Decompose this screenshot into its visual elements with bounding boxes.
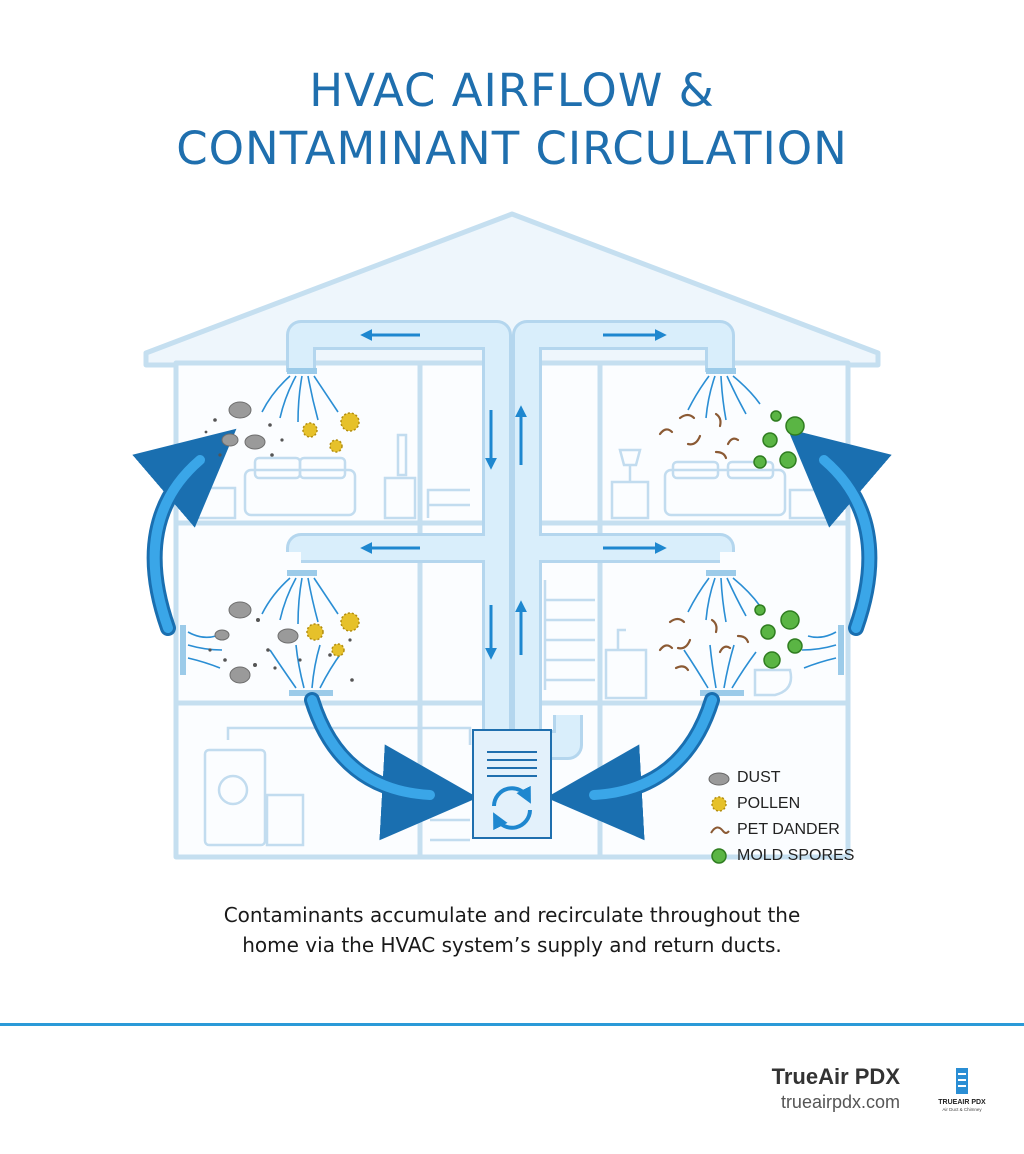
legend-item-dust: DUST [705,765,854,791]
legend-label-dust: DUST [737,769,781,786]
hvac-air-handler [472,729,552,839]
circulation-arrows [132,428,892,841]
brand-name: TrueAir PDX [771,1064,900,1089]
dust-icon [708,772,730,786]
brand-logo: TRUEAIR PDX Air Duct & Chimney [938,1068,986,1112]
brand-url[interactable]: trueairpdx.com [780,1092,900,1112]
pet-dander-particles [658,412,750,672]
legend-item-pollen: POLLEN [705,791,854,817]
dust-particles [214,401,299,684]
caption: Contaminants accumulate and recirculate … [0,900,1024,960]
logo-text: TRUEAIR PDX [938,1099,986,1106]
pollen-particles [302,412,360,657]
mold-spore-particles [753,410,805,669]
pollen-icon [711,796,727,812]
footer-divider [0,1023,1024,1026]
caption-line-1: Contaminants accumulate and recirculate … [223,903,801,927]
legend-item-mold-spores: MOLD SPORES [705,843,854,869]
brand-block: TrueAir PDX trueairpdx.com [772,1064,900,1113]
dust-specks [204,418,354,682]
logo-subtext: Air Duct & Chimney [942,1107,982,1112]
caption-line-2: home via the HVAC system’s supply and re… [242,933,782,957]
legend-label-pet-dander: PET DANDER [737,821,840,838]
page-title: HVAC AIRFLOW & CONTAMINANT CIRCULATION [0,62,1024,178]
legend-label-mold-spores: MOLD SPORES [737,847,855,864]
mold-spores-icon [711,848,727,864]
duct-flow-arrows [360,329,667,660]
pet-dander-icon [710,826,730,834]
contaminant-legend: DUST POLLEN PET DANDER MOLD SPORES [705,765,854,869]
title-line-1: HVAC AIRFLOW & [309,64,715,117]
title-line-2: CONTAMINANT CIRCULATION [176,122,848,175]
legend-label-pollen: POLLEN [737,795,801,812]
legend-item-pet-dander: PET DANDER [705,817,854,843]
